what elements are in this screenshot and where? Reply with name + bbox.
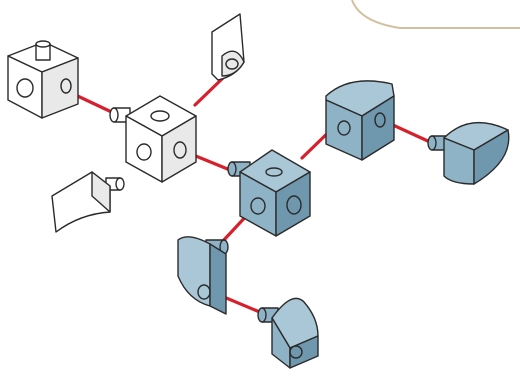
connector-line <box>193 75 226 107</box>
blue-round-top-block <box>325 80 395 161</box>
white-curved-wedge <box>51 171 125 233</box>
white-cube <box>7 40 79 119</box>
blue-quarter-round-lower <box>177 236 229 315</box>
blue-quarter-round-right <box>427 121 510 185</box>
corner-panel-arc <box>351 0 520 29</box>
blue-cube-middle <box>227 149 311 237</box>
white-cube-center <box>109 95 197 183</box>
white-corner-piece <box>211 13 245 81</box>
blue-quarter-round-bottom <box>257 297 319 369</box>
